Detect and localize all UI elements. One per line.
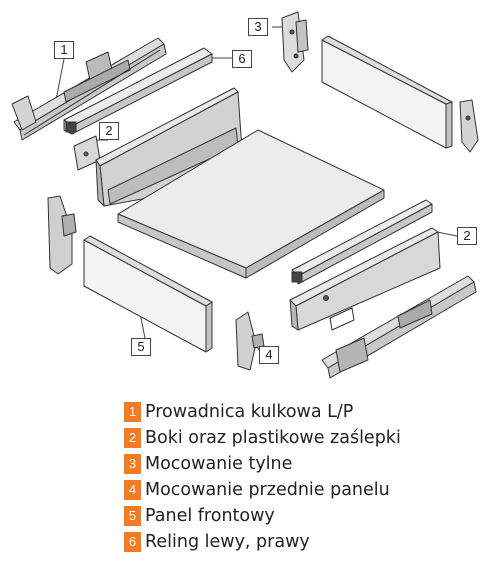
front-mount-left xyxy=(47,195,77,275)
rail-right xyxy=(291,199,433,285)
front-mount-right xyxy=(235,311,265,371)
rear-mount-right xyxy=(459,99,479,153)
back-panel xyxy=(321,35,453,149)
legend-item: 4 Mocowanie przednie panelu xyxy=(124,477,401,503)
legend-number: 3 xyxy=(124,454,141,474)
callout-side-top: 2 xyxy=(99,122,119,140)
callout-front-mount: 4 xyxy=(259,346,279,364)
legend-item: 3 Mocowanie tylne xyxy=(124,451,401,477)
legend-label: Boki oraz plastikowe zaślepki xyxy=(145,428,401,448)
callout-rail: 6 xyxy=(232,50,252,68)
callout-front-panel: 5 xyxy=(131,338,151,356)
legend-label: Panel frontowy xyxy=(145,506,275,526)
drawer-exploded-diagram xyxy=(11,11,479,379)
parts-legend: 1 Prowadnica kulkowa L/P 2 Boki oraz pla… xyxy=(124,399,401,555)
front-panel xyxy=(83,235,213,353)
callout-side-right: 2 xyxy=(457,227,477,245)
rail-left xyxy=(63,47,213,135)
rear-mount xyxy=(281,11,309,73)
ball-bearing-guide-left xyxy=(11,37,167,141)
ball-bearing-guide-right xyxy=(321,275,477,379)
legend-number: 6 xyxy=(124,532,141,552)
legend-item: 5 Panel frontowy xyxy=(124,503,401,529)
legend-label: Mocowanie przednie panelu xyxy=(145,480,390,500)
legend-number: 2 xyxy=(124,428,141,448)
legend-label: Reling lewy, prawy xyxy=(145,532,310,552)
drawer-bottom xyxy=(117,129,385,279)
legend-number: 5 xyxy=(124,506,141,526)
legend-item: 1 Prowadnica kulkowa L/P xyxy=(124,399,401,425)
legend-number: 1 xyxy=(124,402,141,422)
legend-label: Mocowanie tylne xyxy=(145,454,293,474)
callout-rear-mount: 3 xyxy=(248,18,268,36)
legend-label: Prowadnica kulkowa L/P xyxy=(145,402,354,422)
legend-item: 2 Boki oraz plastikowe zaślepki xyxy=(124,425,401,451)
legend-item: 6 Reling lewy, prawy xyxy=(124,529,401,555)
callout-guide-left: 1 xyxy=(54,41,74,59)
side-panel-right xyxy=(289,227,441,331)
legend-number: 4 xyxy=(124,480,141,500)
